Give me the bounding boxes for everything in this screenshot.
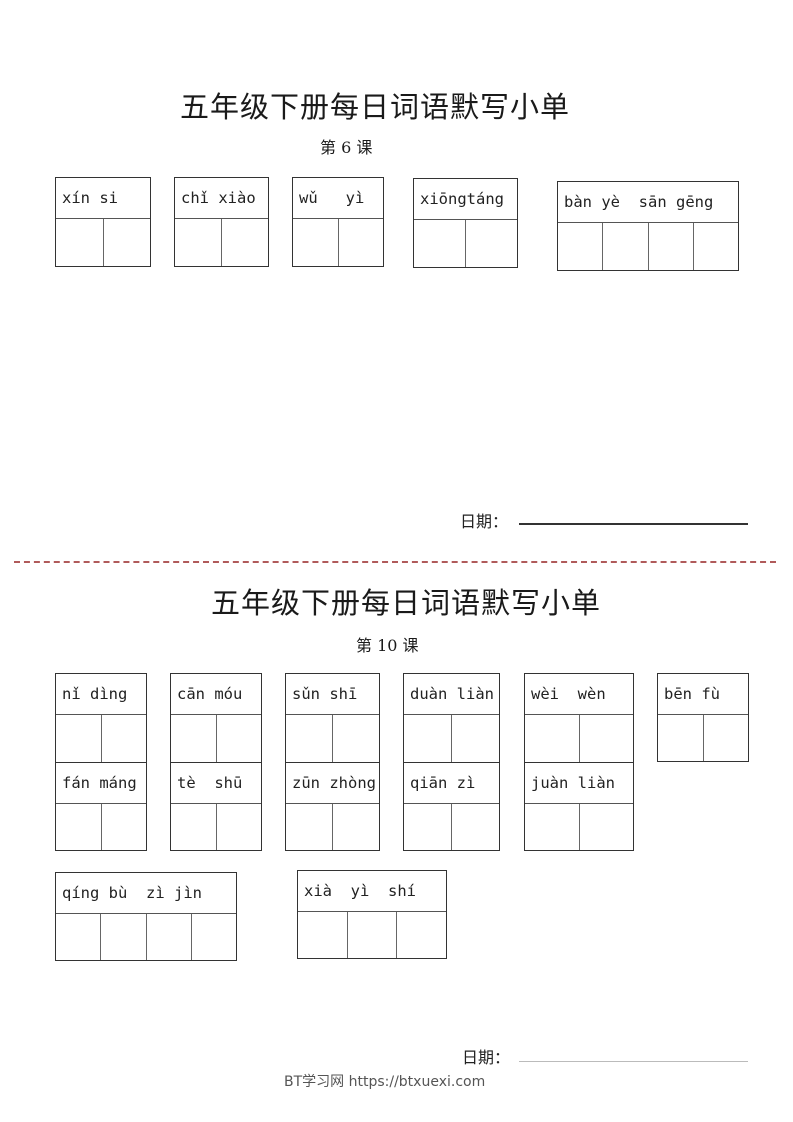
- word-box: duàn liàn: [403, 673, 500, 763]
- pinyin-prompt: fán máng: [56, 763, 146, 804]
- pinyin-prompt: cān móu: [171, 674, 261, 715]
- pinyin-prompt: wèi wèn: [525, 674, 633, 715]
- writing-cell[interactable]: [649, 223, 694, 270]
- word-box: chǐ xiào: [174, 177, 269, 267]
- date-label: 日期：: [460, 512, 509, 531]
- worksheet-title: 五年级下册每日词语默写小单: [180, 90, 571, 124]
- writing-cell[interactable]: [217, 804, 262, 850]
- pinyin-prompt: duàn liàn: [404, 674, 499, 715]
- writing-cell[interactable]: [339, 219, 384, 266]
- writing-cell[interactable]: [452, 715, 499, 762]
- writing-cell[interactable]: [404, 715, 452, 762]
- pinyin-prompt: zūn zhòng: [286, 763, 379, 804]
- writing-cell[interactable]: [217, 715, 262, 762]
- writing-cell[interactable]: [192, 914, 236, 960]
- pinyin-prompt: bàn yè sān gēng: [558, 182, 738, 223]
- pinyin-prompt: chǐ xiào: [175, 178, 268, 219]
- date-label: 日期：: [462, 1048, 511, 1067]
- writing-cell[interactable]: [580, 804, 634, 850]
- pinyin-prompt: juàn liàn: [525, 763, 633, 804]
- pinyin-prompt: sǔn shī: [286, 674, 379, 715]
- writing-cell[interactable]: [298, 912, 348, 958]
- writing-cell[interactable]: [286, 715, 333, 762]
- writing-cell[interactable]: [104, 219, 151, 266]
- word-box: wǔ yì: [292, 177, 384, 267]
- writing-cell[interactable]: [348, 912, 398, 958]
- writing-cell[interactable]: [333, 804, 379, 850]
- pinyin-prompt: wǔ yì: [293, 178, 383, 219]
- word-box: xiōngtáng: [413, 178, 518, 268]
- writing-cell[interactable]: [525, 715, 580, 762]
- writing-cell[interactable]: [466, 220, 517, 267]
- writing-cell[interactable]: [147, 914, 192, 960]
- date-input-line[interactable]: [519, 523, 748, 525]
- writing-cell[interactable]: [222, 219, 268, 266]
- writing-cell[interactable]: [397, 912, 446, 958]
- word-box: nǐ dìng: [55, 673, 147, 763]
- cut-line-divider: [14, 561, 776, 563]
- writing-cell[interactable]: [525, 804, 580, 850]
- writing-cell[interactable]: [102, 804, 147, 850]
- writing-cell[interactable]: [293, 219, 339, 266]
- pinyin-prompt: xín si: [56, 178, 150, 219]
- writing-cell[interactable]: [694, 223, 738, 270]
- pinyin-prompt: qíng bù zì jìn: [56, 873, 236, 914]
- writing-cell[interactable]: [56, 715, 102, 762]
- pinyin-prompt: xiōngtáng: [414, 179, 517, 220]
- word-box: qíng bù zì jìn: [55, 872, 237, 961]
- writing-cell[interactable]: [603, 223, 649, 270]
- writing-cell[interactable]: [171, 715, 217, 762]
- pinyin-prompt: bēn fù: [658, 674, 748, 715]
- writing-cell[interactable]: [414, 220, 466, 267]
- writing-cell[interactable]: [580, 715, 634, 762]
- worksheet-title: 五年级下册每日词语默写小单: [211, 586, 602, 620]
- writing-cell[interactable]: [175, 219, 222, 266]
- writing-cell[interactable]: [558, 223, 604, 270]
- word-box: sǔn shī: [285, 673, 380, 763]
- word-box: bàn yè sān gēng: [557, 181, 739, 271]
- lesson-number: 第 6 课: [320, 138, 373, 157]
- pinyin-prompt: nǐ dìng: [56, 674, 146, 715]
- writing-cell[interactable]: [102, 715, 147, 762]
- writing-cell[interactable]: [286, 804, 333, 850]
- writing-cell[interactable]: [452, 804, 499, 850]
- word-box: xín si: [55, 177, 151, 267]
- word-box: cān móu: [170, 673, 262, 763]
- writing-cell[interactable]: [333, 715, 379, 762]
- footer-watermark: BT学习网 https://btxuexi.com: [284, 1074, 486, 1090]
- pinyin-prompt: qiān zì: [404, 763, 499, 804]
- writing-cell[interactable]: [658, 715, 704, 761]
- date-input-line[interactable]: [519, 1061, 748, 1062]
- writing-cell[interactable]: [704, 715, 749, 761]
- pinyin-prompt: tè shū: [171, 763, 261, 804]
- word-box: wèi wèn: [524, 673, 634, 763]
- lesson-number: 第 10 课: [356, 636, 419, 655]
- writing-cell[interactable]: [56, 804, 102, 850]
- word-box: xià yì shí: [297, 870, 447, 959]
- pinyin-prompt: xià yì shí: [298, 871, 446, 912]
- writing-cell[interactable]: [101, 914, 147, 960]
- writing-cell[interactable]: [171, 804, 217, 850]
- word-box: bēn fù: [657, 673, 749, 762]
- word-box: fán máng: [55, 762, 147, 851]
- writing-cell[interactable]: [404, 804, 452, 850]
- writing-cell[interactable]: [56, 219, 104, 266]
- word-box: qiān zì: [403, 762, 500, 851]
- writing-cell[interactable]: [56, 914, 102, 960]
- word-box: tè shū: [170, 762, 262, 851]
- word-box: zūn zhòng: [285, 762, 380, 851]
- word-box: juàn liàn: [524, 762, 634, 851]
